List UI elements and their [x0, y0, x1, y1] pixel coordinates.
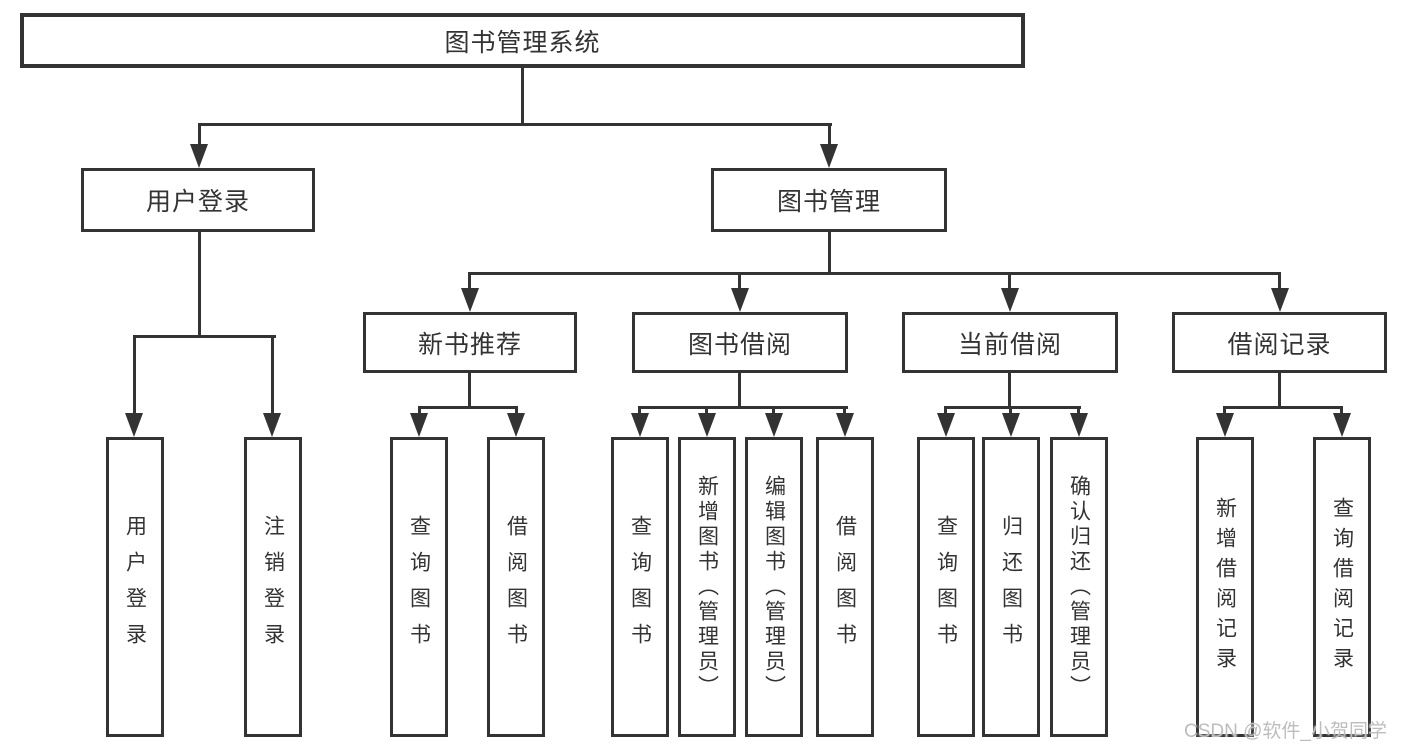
leaf-user-login: 用户登录 — [106, 437, 164, 737]
arrowhead-down — [263, 413, 281, 437]
node-current-borrow-label: 当前借阅 — [957, 330, 1062, 359]
node-borrow-records: 借阅记录 — [1172, 312, 1387, 373]
connector-vline — [1278, 272, 1281, 292]
connector-vline — [515, 406, 518, 417]
connector-vline — [468, 373, 471, 409]
leaf-label: 查询图书 — [628, 515, 652, 659]
leaf-label: 用户登录 — [123, 515, 147, 659]
leaf-query-books-1: 查询图书 — [390, 437, 448, 737]
leaf-label: 新增借阅记录 — [1213, 497, 1237, 677]
node-root: 图书管理系统 — [20, 13, 1025, 68]
node-book-borrow-label: 图书借阅 — [687, 330, 792, 359]
leaf-edit-books-admin: 编辑图书（管理员） — [745, 437, 803, 737]
arrowhead-down — [820, 144, 838, 168]
connector-vline — [133, 335, 136, 417]
leaf-label: 查询借阅记录 — [1330, 497, 1354, 677]
connector-hline — [133, 335, 276, 338]
node-root-label: 图书管理系统 — [444, 28, 601, 57]
node-book-management: 图书管理 — [711, 168, 947, 232]
leaf-borrow-books-2: 借阅图书 — [816, 437, 874, 737]
leaf-query-borrow-record: 查询借阅记录 — [1313, 437, 1371, 737]
node-user-login: 用户登录 — [81, 168, 315, 232]
arrowhead-down — [698, 413, 716, 437]
connector-vline — [198, 232, 201, 338]
connector-hline — [638, 406, 848, 409]
connector-vline — [944, 406, 947, 417]
connector-vline — [1278, 373, 1281, 409]
node-book-borrow: 图书借阅 — [632, 312, 848, 373]
leaf-borrow-books-1: 借阅图书 — [487, 437, 545, 737]
arrowhead-down — [1070, 413, 1088, 437]
connector-vline — [738, 373, 741, 409]
leaf-add-books-admin: 新增图书（管理员） — [678, 437, 736, 737]
leaf-label: 查询图书 — [407, 515, 431, 659]
leaf-label: 确认归还（管理员） — [1067, 474, 1091, 700]
csdn-watermark: CSDN @软件_小贺同学 — [1184, 721, 1387, 742]
node-book-management-label: 图书管理 — [776, 188, 881, 216]
arrowhead-down — [507, 413, 525, 437]
leaf-label: 查询图书 — [934, 515, 958, 659]
leaf-logout: 注销登录 — [244, 437, 302, 737]
arrowhead-down — [1216, 413, 1234, 437]
leaf-label: 借阅图书 — [504, 515, 528, 659]
connector-vline — [468, 272, 471, 292]
connector-vline — [828, 123, 831, 147]
leaf-label: 借阅图书 — [833, 515, 857, 659]
connector-hline — [198, 123, 832, 126]
arrowhead-down — [765, 413, 783, 437]
connector-vline — [1077, 406, 1080, 417]
connector-hline — [418, 406, 518, 409]
leaf-confirm-return-admin: 确认归还（管理员） — [1050, 437, 1108, 737]
connector-vline — [828, 232, 831, 275]
arrowhead-down — [631, 413, 649, 437]
node-user-login-label: 用户登录 — [145, 188, 250, 216]
leaf-label: 编辑图书（管理员） — [762, 474, 786, 700]
connector-vline — [1008, 272, 1011, 292]
connector-vline — [418, 406, 421, 417]
leaf-label: 注销登录 — [261, 515, 285, 659]
arrowhead-down — [1271, 288, 1289, 312]
connector-vline — [1009, 406, 1012, 417]
connector-vline — [738, 272, 741, 292]
connector-hline — [1223, 406, 1343, 409]
leaf-query-books-2: 查询图书 — [611, 437, 669, 737]
arrowhead-down — [190, 144, 208, 168]
connector-hline — [944, 406, 1081, 409]
arrowhead-down — [1001, 288, 1019, 312]
connector-vline — [1008, 373, 1011, 409]
connector-vline — [1340, 406, 1343, 417]
connector-vline — [638, 406, 641, 417]
arrowhead-down — [1002, 413, 1020, 437]
arrowhead-down — [461, 288, 479, 312]
arrowhead-down — [125, 413, 143, 437]
leaf-label: 归还图书 — [999, 515, 1023, 659]
leaf-add-borrow-record: 新增借阅记录 — [1196, 437, 1254, 737]
connector-vline — [521, 68, 524, 123]
connector-hline — [468, 272, 1281, 275]
connector-vline — [843, 406, 846, 417]
node-new-book-recommend: 新书推荐 — [363, 312, 577, 373]
connector-vline — [1223, 406, 1226, 417]
node-current-borrow: 当前借阅 — [902, 312, 1118, 373]
node-borrow-records-label: 借阅记录 — [1227, 330, 1332, 359]
node-new-book-recommend-label: 新书推荐 — [417, 330, 522, 359]
leaf-query-books-3: 查询图书 — [917, 437, 975, 737]
arrowhead-down — [410, 413, 428, 437]
connector-vline — [271, 335, 274, 417]
arrowhead-down — [937, 413, 955, 437]
arrowhead-down — [731, 288, 749, 312]
arrowhead-down — [836, 413, 854, 437]
connector-vline — [772, 406, 775, 417]
leaf-label: 新增图书（管理员） — [695, 474, 719, 700]
connector-vline — [705, 406, 708, 417]
connector-vline — [198, 123, 201, 147]
leaf-return-books: 归还图书 — [982, 437, 1040, 737]
arrowhead-down — [1333, 413, 1351, 437]
